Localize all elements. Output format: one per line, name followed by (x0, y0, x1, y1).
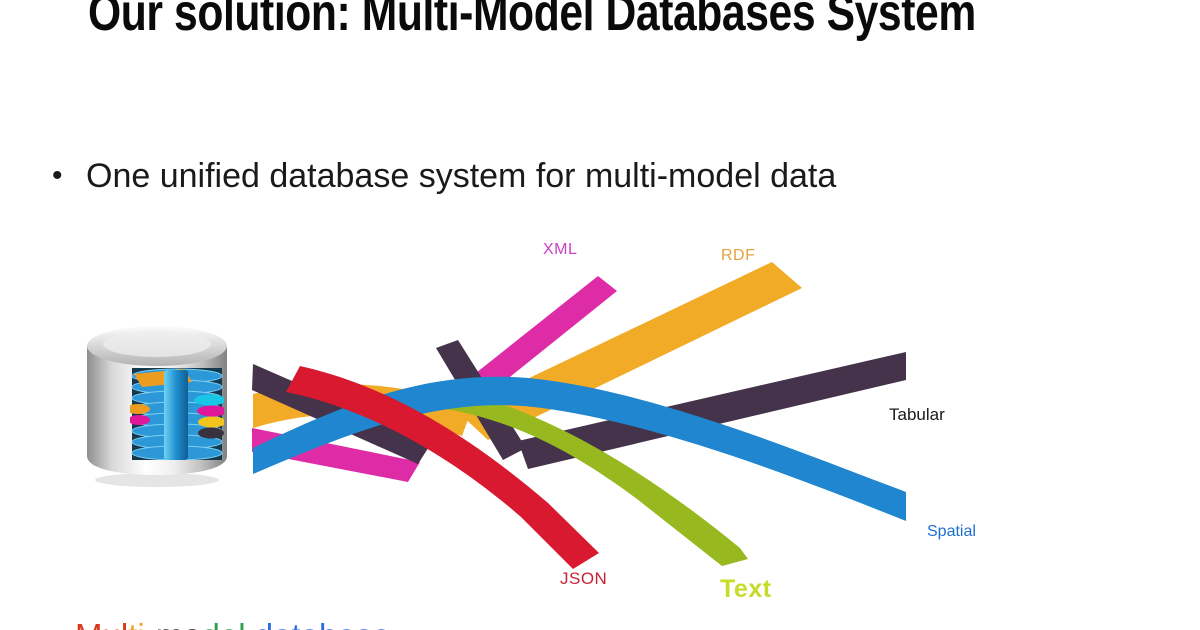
label-text: Text (720, 575, 772, 603)
label-tabular: Tabular (889, 405, 945, 424)
footer-segment: ti (128, 617, 145, 630)
footer-segment: -mo (145, 617, 202, 630)
footer-caption-line1: Multi-model database (20, 576, 391, 630)
label-rdf: RDF (721, 247, 756, 264)
bullet-marker: • (52, 159, 63, 192)
bullet-item: • One unified database system for multi-… (52, 156, 836, 196)
bullet-text: One unified database system for multi-mo… (86, 157, 837, 195)
colored-disk-stack (130, 368, 224, 460)
database-icon (87, 326, 227, 487)
icon-shadow (95, 473, 219, 487)
label-spatial: Spatial (927, 523, 976, 540)
slide-title: Our solution: Multi-Model Databases Syst… (88, 0, 976, 42)
ribbons-graphic (252, 262, 906, 569)
ribbon-json (286, 366, 599, 569)
footer-segment: del (202, 617, 246, 630)
ribbon-text (434, 386, 748, 566)
footer-caption: Multi-model database systems (20, 576, 391, 630)
ribbon-xml (452, 276, 617, 409)
label-xml: XML (543, 241, 578, 258)
ribbon-tabular (518, 352, 906, 469)
label-json: JSON (560, 569, 608, 588)
footer-segment: Mul (75, 617, 128, 630)
footer-segment: database (246, 617, 391, 630)
